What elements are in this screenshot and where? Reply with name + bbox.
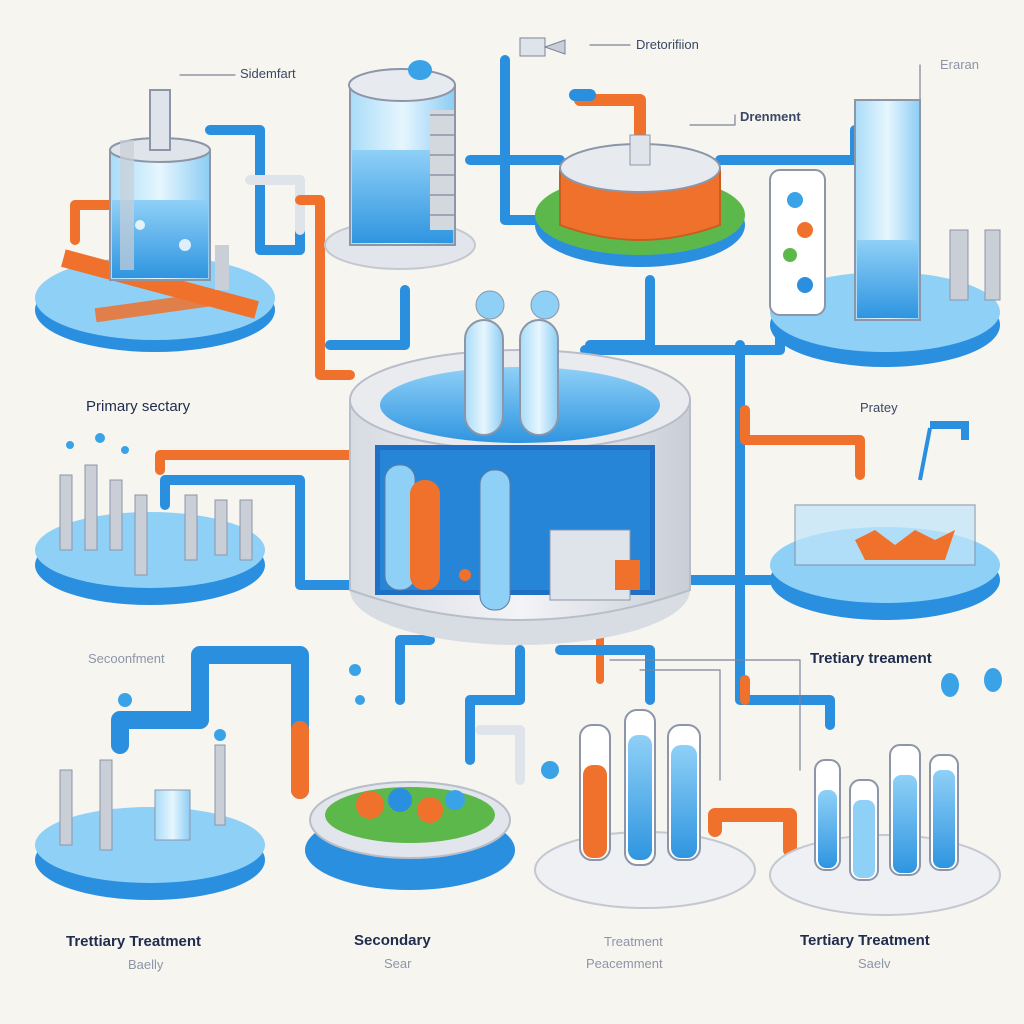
bubble-icon: [941, 673, 959, 697]
main-treatment-tank: [349, 290, 691, 645]
tertiary-basin-left: [35, 693, 265, 900]
bubble-icon: [408, 60, 432, 80]
filter-tubes-right: [769, 668, 1002, 916]
filter-tubes-center: [534, 709, 756, 909]
label-pratey: Pratey: [860, 400, 898, 415]
bubble-icon: [121, 446, 129, 454]
bubble-icon: [214, 729, 226, 741]
label-sidemart: Sidemfart: [240, 66, 296, 81]
filtration-unit: [769, 99, 1001, 367]
bubble-icon: [95, 433, 105, 443]
bubble-icon: [66, 441, 74, 449]
label-treatment: Treatment: [604, 934, 663, 949]
label-secondfiment: Secoonfment: [88, 651, 165, 666]
label-tretiary-treament: Tretiary treament: [810, 650, 932, 667]
bubble-icon: [984, 668, 1002, 692]
primary-clarifier-unit: [35, 89, 275, 352]
bubble-icon: [179, 239, 191, 251]
label-trettiary-treatment: Trettiary Treatment: [66, 933, 202, 950]
label-dretonifion: Dretorifiion: [636, 37, 699, 52]
label-trettiary-sub: Baelly: [128, 957, 164, 972]
bubble-icon: [135, 220, 145, 230]
bubble-icon: [349, 664, 361, 676]
label-eraran: Eraran: [940, 57, 980, 72]
label-secondary: Secondary: [354, 932, 431, 949]
bubble-icon: [355, 695, 365, 705]
biological-basin: [305, 664, 515, 890]
sedimentation-tank-unit: [324, 37, 566, 270]
orange-reactor-unit: [535, 134, 745, 267]
bubble-icon: [541, 761, 559, 779]
label-primary-sectary: Primary sectary: [86, 398, 191, 415]
bubble-icon: [118, 693, 132, 707]
valve-icon: [519, 37, 566, 57]
label-tertiary-sub: Saelv: [858, 956, 891, 971]
label-tertiary-treatment: Tertiary Treatment: [800, 932, 930, 949]
column-basin-unit: [35, 433, 265, 605]
label-secondary-sub: Sear: [384, 956, 412, 971]
label-treatment-sub: Peacemment: [586, 956, 663, 971]
label-drenment: Drenment: [740, 109, 801, 124]
open-basin-unit: [770, 421, 1000, 620]
